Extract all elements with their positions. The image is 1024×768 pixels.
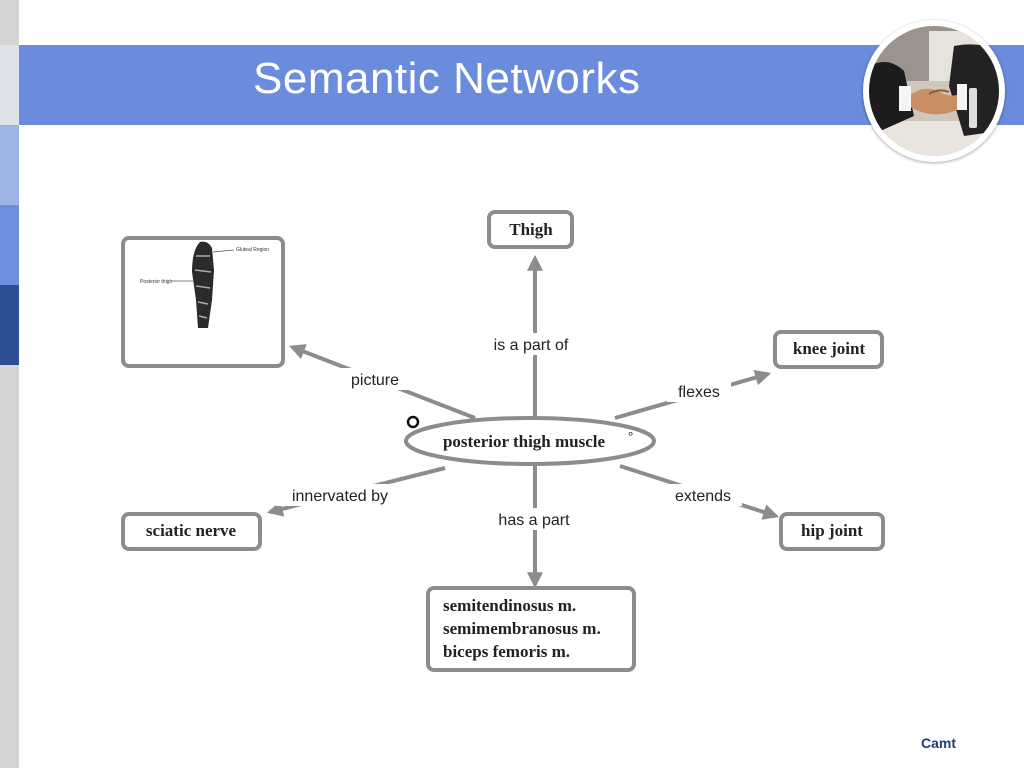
link-label-innervated-by: innervated by — [292, 488, 388, 505]
link-label-flexes: flexes — [678, 384, 720, 401]
slide-title: Semantic Networks — [253, 54, 641, 103]
node-sciatic-nerve-label: sciatic nerve — [146, 521, 237, 540]
handshake-illustration — [869, 26, 999, 156]
center-node-marker: ° — [628, 428, 633, 443]
thigh-anatomy-image: Gluteal Region Posterior thigh — [140, 241, 269, 328]
link-label-is-a-part-of: is a part of — [494, 337, 569, 354]
node-knee-joint — [773, 330, 884, 369]
footer-label: Camt — [921, 735, 957, 751]
handshake-photo — [863, 20, 1005, 162]
picture-label-top: Gluteal Region — [236, 247, 269, 253]
link-label-picture: picture — [351, 372, 399, 389]
node-thigh-label: Thigh — [509, 220, 553, 239]
sidebar-block-4 — [0, 285, 19, 365]
node-thigh — [487, 210, 574, 249]
title-banner — [19, 45, 1024, 125]
sidebar-block-2 — [0, 125, 19, 205]
sidebar-block-1 — [0, 45, 19, 125]
node-sciatic-nerve — [121, 512, 262, 551]
center-node-label: posterior thigh muscle — [443, 432, 606, 451]
picture-label-side: Posterior thigh — [140, 279, 172, 285]
center-node — [404, 416, 656, 466]
sidebar-block-3 — [0, 205, 19, 285]
node-muscle-parts — [426, 586, 636, 672]
node-part-3: biceps femoris m. — [443, 642, 570, 661]
node-part-2: semimembranosus m. — [443, 619, 601, 638]
link-label-extends: extends — [675, 488, 731, 505]
node-hip-joint — [779, 512, 885, 551]
small-ring-icon — [406, 415, 420, 429]
left-sidebar — [0, 0, 19, 768]
node-knee-joint-label: knee joint — [793, 339, 866, 358]
node-part-1: semitendinosus m. — [443, 596, 576, 615]
link-label-has-a-part: has a part — [498, 512, 570, 529]
node-hip-joint-label: hip joint — [801, 521, 863, 540]
